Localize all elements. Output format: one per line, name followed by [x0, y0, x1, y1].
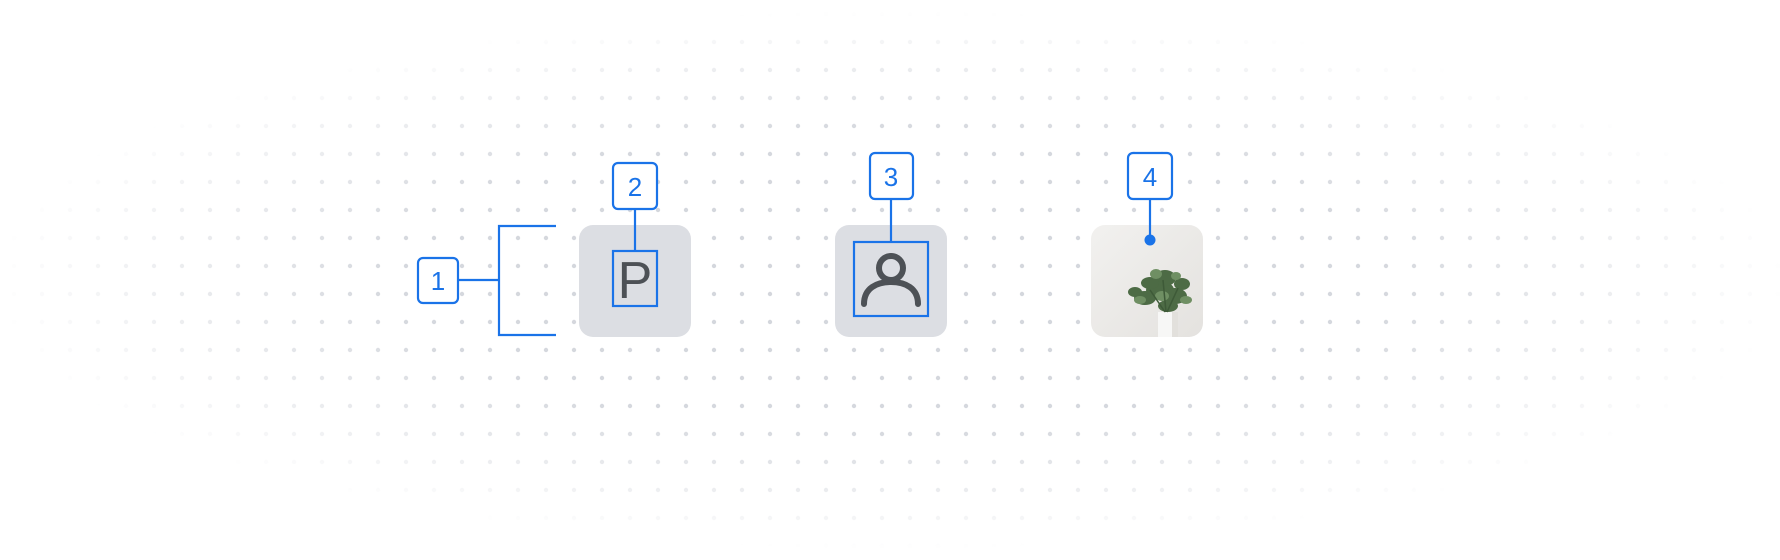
marker-3-box — [868, 151, 915, 201]
marker-1-label: 1 — [431, 266, 445, 296]
marker-2-label: 2 — [628, 172, 642, 202]
callout-1 — [416, 224, 556, 337]
marker-4-box — [1126, 151, 1174, 201]
callout-4 — [1126, 151, 1174, 240]
callout-3 — [852, 151, 930, 318]
marker-3-label: 3 — [884, 162, 898, 192]
icon-avatar — [835, 225, 947, 337]
person-icon — [861, 253, 921, 307]
callout-2 — [611, 161, 659, 308]
monogram-avatar-container — [579, 225, 691, 337]
monogram-avatar: P — [579, 225, 691, 337]
marker-2-box — [611, 161, 659, 211]
monogram-letter: P — [618, 252, 653, 310]
marker-1-box — [416, 256, 460, 305]
marker-4-label: 4 — [1143, 162, 1157, 192]
image-anchor-dot — [1144, 234, 1156, 246]
